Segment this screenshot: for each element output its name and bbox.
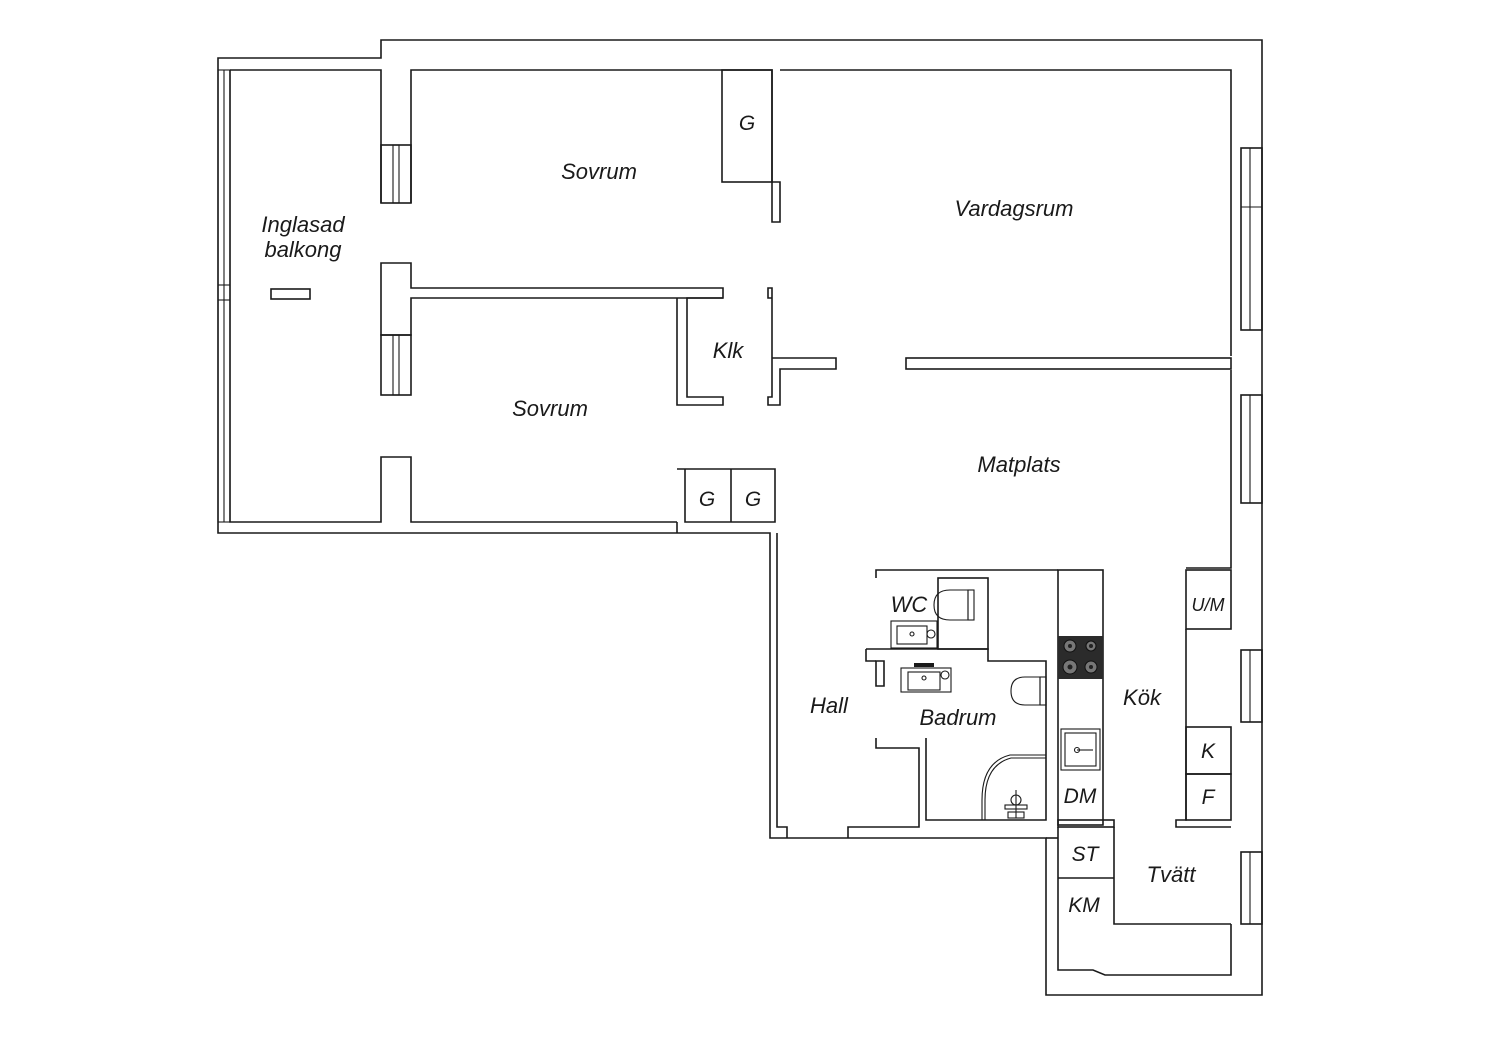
- laundry-label: Tvätt: [1147, 862, 1197, 887]
- outer-walls: [217, 39, 1263, 996]
- wc-sink-icon: [890, 620, 938, 649]
- shower-icon: [981, 754, 1046, 820]
- room-labels: Inglasad balkong Sovrum Sovrum Vardagsru…: [261, 159, 1196, 887]
- fixtures-drawn: [270, 288, 1103, 820]
- kitchen-label: Kök: [1123, 685, 1162, 710]
- fridge-label: K: [1201, 740, 1216, 763]
- bathroom-label: Badrum: [919, 705, 996, 730]
- balcony-label-line1: Inglasad: [261, 212, 345, 237]
- windows: [217, 69, 1263, 925]
- microwave-label: U/M: [1192, 595, 1225, 615]
- balcony-label-line2: balkong: [264, 237, 342, 262]
- fixture-labels: G G G U/M K F DM ST KM: [699, 112, 1225, 917]
- freezer-label: F: [1202, 786, 1216, 809]
- stove-icon: [1058, 636, 1103, 679]
- balcony-vent-icon: [270, 288, 311, 300]
- dryer-label: ST: [1072, 843, 1101, 866]
- living-room-label: Vardagsrum: [954, 196, 1073, 221]
- bathroom-toilet-icon: [1010, 676, 1047, 706]
- hall-label: Hall: [810, 693, 849, 718]
- interior-walls: [380, 69, 1232, 976]
- bedroom-bottom-label: Sovrum: [512, 396, 588, 421]
- washer-label: KM: [1068, 894, 1100, 917]
- bathroom-sink-icon: [900, 663, 952, 693]
- dining-label: Matplats: [977, 452, 1060, 477]
- dishwasher-label: DM: [1064, 785, 1097, 808]
- bedroom-top-label: Sovrum: [561, 159, 637, 184]
- wardrobe-hall-1-label: G: [699, 488, 715, 511]
- wardrobe-top-label: G: [739, 112, 755, 135]
- toilet-icon: [933, 589, 975, 621]
- kitchen-sink-icon: [1060, 728, 1101, 771]
- wardrobe-hall-2-label: G: [745, 488, 761, 511]
- wc-label: WC: [891, 592, 928, 617]
- walk-in-closet-label: Klk: [713, 338, 745, 363]
